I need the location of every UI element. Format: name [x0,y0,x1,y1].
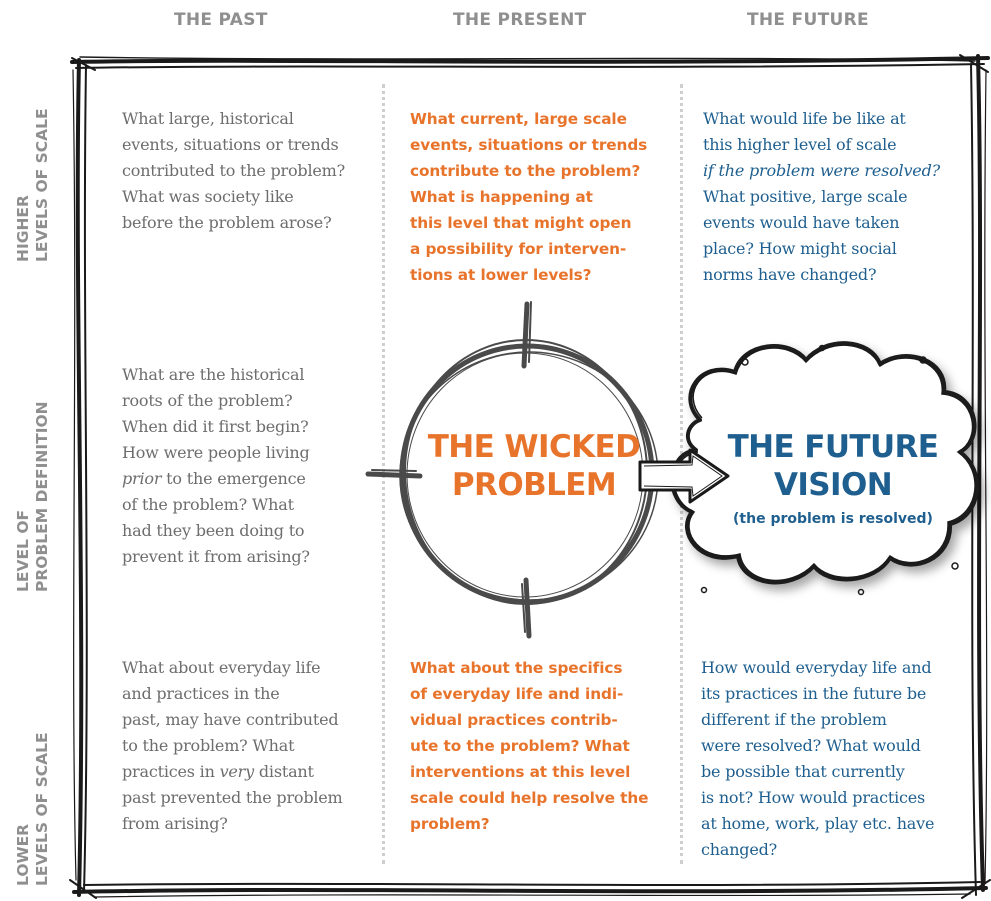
column-header-past: THE PAST [174,10,268,30]
cell-past-higher: What large, historical events, situation… [122,109,346,232]
cell-future-lower: How would everyday life and its practice… [701,658,935,859]
future-vision-subtitle: (the problem is resolved) [733,511,933,527]
column-header-future: THE FUTURE [747,10,869,30]
cell-past-level: What are the historical roots of the pro… [122,365,310,566]
cell-present-lower: What about the specifics of everyday lif… [410,659,649,833]
column-header-present: THE PRESENT [453,10,587,30]
cell-past-lower: What about everyday life and practices i… [122,658,343,833]
wicked-problem-title: THE WICKED PROBLEM [427,429,641,503]
cell-present-higher: What current, large scale events, situat… [410,110,648,284]
cell-future-higher: What would life be like at this higher l… [703,109,940,284]
future-vision-title: THE FUTURE VISION [727,429,939,503]
